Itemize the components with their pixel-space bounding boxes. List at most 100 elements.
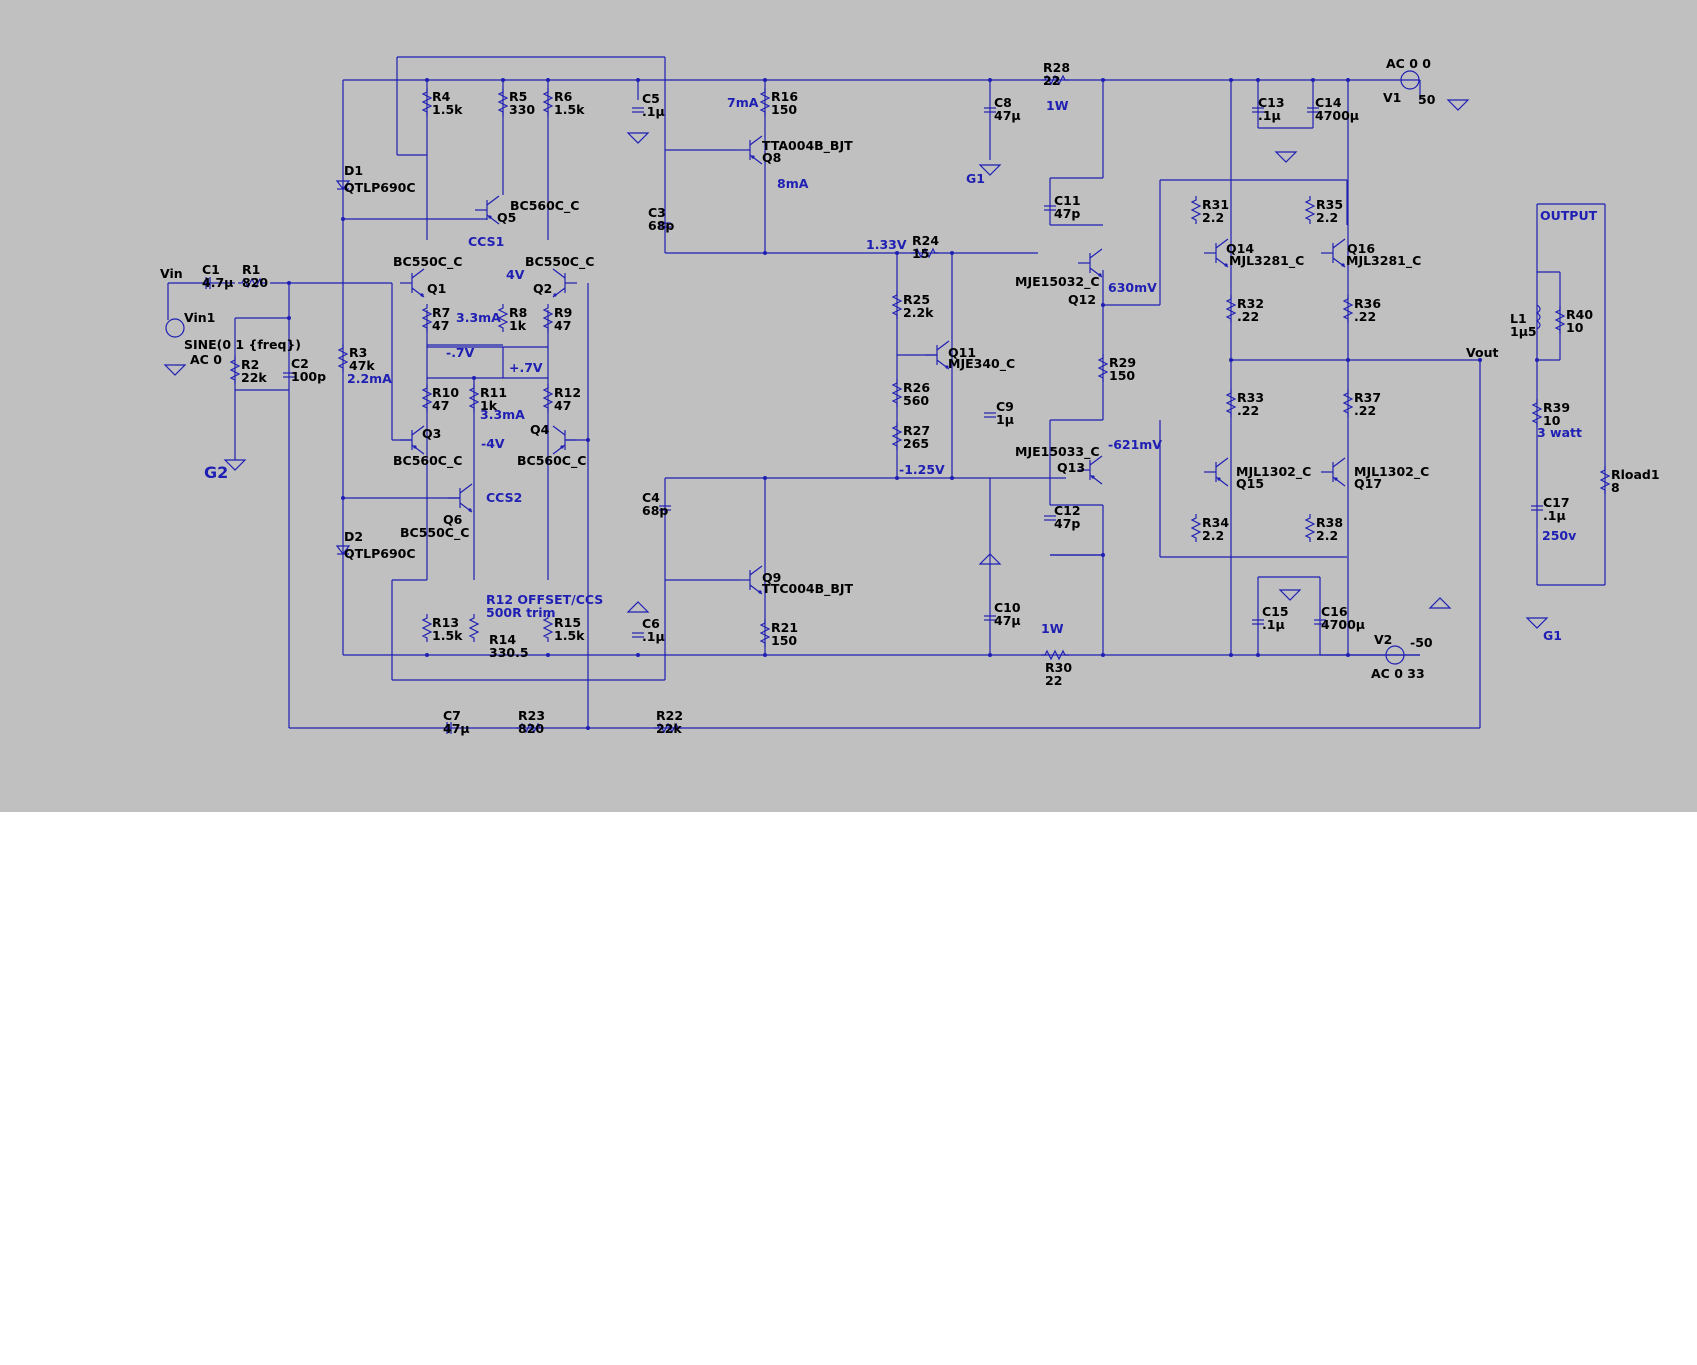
value-c7: 47µ [443,721,470,736]
resistor-r31[interactable] [1190,196,1202,224]
resistor-symbol [337,344,349,372]
amplifier-schematic: R1820R222kR347kR41.5kR5330R61.5kR747R81k… [160,56,1660,736]
resistor-r10[interactable] [421,384,433,412]
emitter-arrow-icon [488,215,492,219]
resistor-r36[interactable] [1342,295,1354,323]
resistor-r35[interactable] [1304,196,1316,224]
ref-r14: R14 [489,632,516,647]
resistor-r25[interactable] [891,291,903,319]
ref-q3: Q3 [422,426,441,441]
resistor-r24[interactable] [911,247,939,259]
capacitor-c7[interactable] [446,722,452,734]
led-d2[interactable] [335,545,351,555]
inductor-l1[interactable] [1535,304,1541,330]
resistor-rload1[interactable] [1599,466,1611,494]
junction-dot [1346,358,1350,362]
net-label-vin: Vin [160,266,183,281]
ref-q4: Q4 [530,422,550,437]
resistor-r4[interactable] [421,88,433,116]
resistor-r8[interactable] [497,304,509,332]
collector-lead [1089,248,1103,259]
value-c1: 4.7µ [202,275,233,290]
resistor-r15[interactable] [542,614,554,642]
resistor-r12[interactable] [542,384,554,412]
resistor-r26[interactable] [891,379,903,407]
resistor-r33[interactable] [1225,389,1237,417]
resistor-r27[interactable] [891,422,903,450]
resistor-r1[interactable] [238,277,266,289]
transistor-q8[interactable] [738,135,763,165]
ref-c14: C14 [1315,95,1342,110]
source-circle [1385,645,1405,665]
ground-icon [1274,151,1298,163]
resistor-r40[interactable] [1554,306,1566,334]
capacitor-c17[interactable] [1531,505,1543,511]
resistor-r5[interactable] [497,88,509,116]
annotation: +.7V [509,360,543,375]
resistor-r30[interactable] [1041,649,1069,661]
voltage-source-v2[interactable] [1385,645,1405,665]
value-l1: 1µ5 [1510,324,1537,339]
resistor-r9[interactable] [542,304,554,332]
resistor-symbol [421,304,433,332]
voltage-source-v1[interactable] [1400,70,1420,90]
resistor-r23[interactable] [516,722,544,734]
capacitor-c1[interactable] [205,277,211,289]
resistor-r34[interactable] [1190,514,1202,542]
resistor-r29[interactable] [1097,354,1109,382]
capacitor-c5[interactable] [632,107,644,113]
capacitor-c2[interactable] [283,372,295,378]
resistor-r38[interactable] [1304,514,1316,542]
resistor-r14[interactable] [468,614,480,642]
transistor-q11[interactable] [925,340,950,370]
capacitor-c14[interactable] [1307,107,1319,113]
capacitor-c8[interactable] [984,107,996,113]
transistor-q5[interactable] [475,195,500,225]
capacitor-c16[interactable] [1314,619,1326,625]
transistor-q12[interactable] [1078,248,1103,278]
capacitor-c11[interactable] [1044,205,1056,211]
resistor-r11[interactable] [468,384,480,412]
capacitor-c4[interactable] [659,505,671,511]
transistor-q9[interactable] [738,565,763,595]
transistor-q15[interactable] [1204,457,1229,487]
capacitor-c13[interactable] [1252,107,1264,113]
value-r13: 1.5k [432,628,463,643]
resistor-r7[interactable] [421,304,433,332]
capacitor-c15[interactable] [1252,619,1264,625]
ref-c7: C7 [443,708,461,723]
transistor-q1[interactable] [400,268,425,298]
resistor-r39[interactable] [1531,399,1543,427]
capacitor-c9[interactable] [984,412,996,418]
transistor-q6[interactable] [448,483,473,513]
transistor-q16[interactable] [1321,238,1346,268]
voltage-source-vin1[interactable] [165,318,185,338]
emitter-arrow-icon [1224,263,1228,267]
resistor-r21[interactable] [759,619,771,647]
capacitor-c6[interactable] [632,632,644,638]
collector-lead [1332,238,1346,249]
transistor-q13[interactable] [1078,455,1103,485]
transistor-q14[interactable] [1204,238,1229,268]
resistor-symbol [1531,399,1543,427]
resistor-r37[interactable] [1342,389,1354,417]
led-d1[interactable] [335,180,351,190]
resistor-r32[interactable] [1225,295,1237,323]
resistor-r13[interactable] [421,614,433,642]
capacitor-c12[interactable] [1044,515,1056,521]
resistor-r22[interactable] [654,722,682,734]
annotation: 3.3mA [456,310,501,325]
transistor-q3[interactable] [400,425,425,455]
value-c8: 47µ [994,108,1021,123]
transistor-q17[interactable] [1321,457,1346,487]
resistor-r16[interactable] [759,88,771,116]
resistor-r2[interactable] [229,356,241,384]
transistor-q2[interactable] [552,268,577,298]
capacitor-c3[interactable] [659,222,671,228]
resistor-r3[interactable] [337,344,349,372]
resistor-r28[interactable] [1041,74,1069,86]
resistor-r6[interactable] [542,88,554,116]
capacitor-c10[interactable] [984,615,996,621]
ref-r5: R5 [509,89,527,104]
transistor-q4[interactable] [552,425,577,455]
